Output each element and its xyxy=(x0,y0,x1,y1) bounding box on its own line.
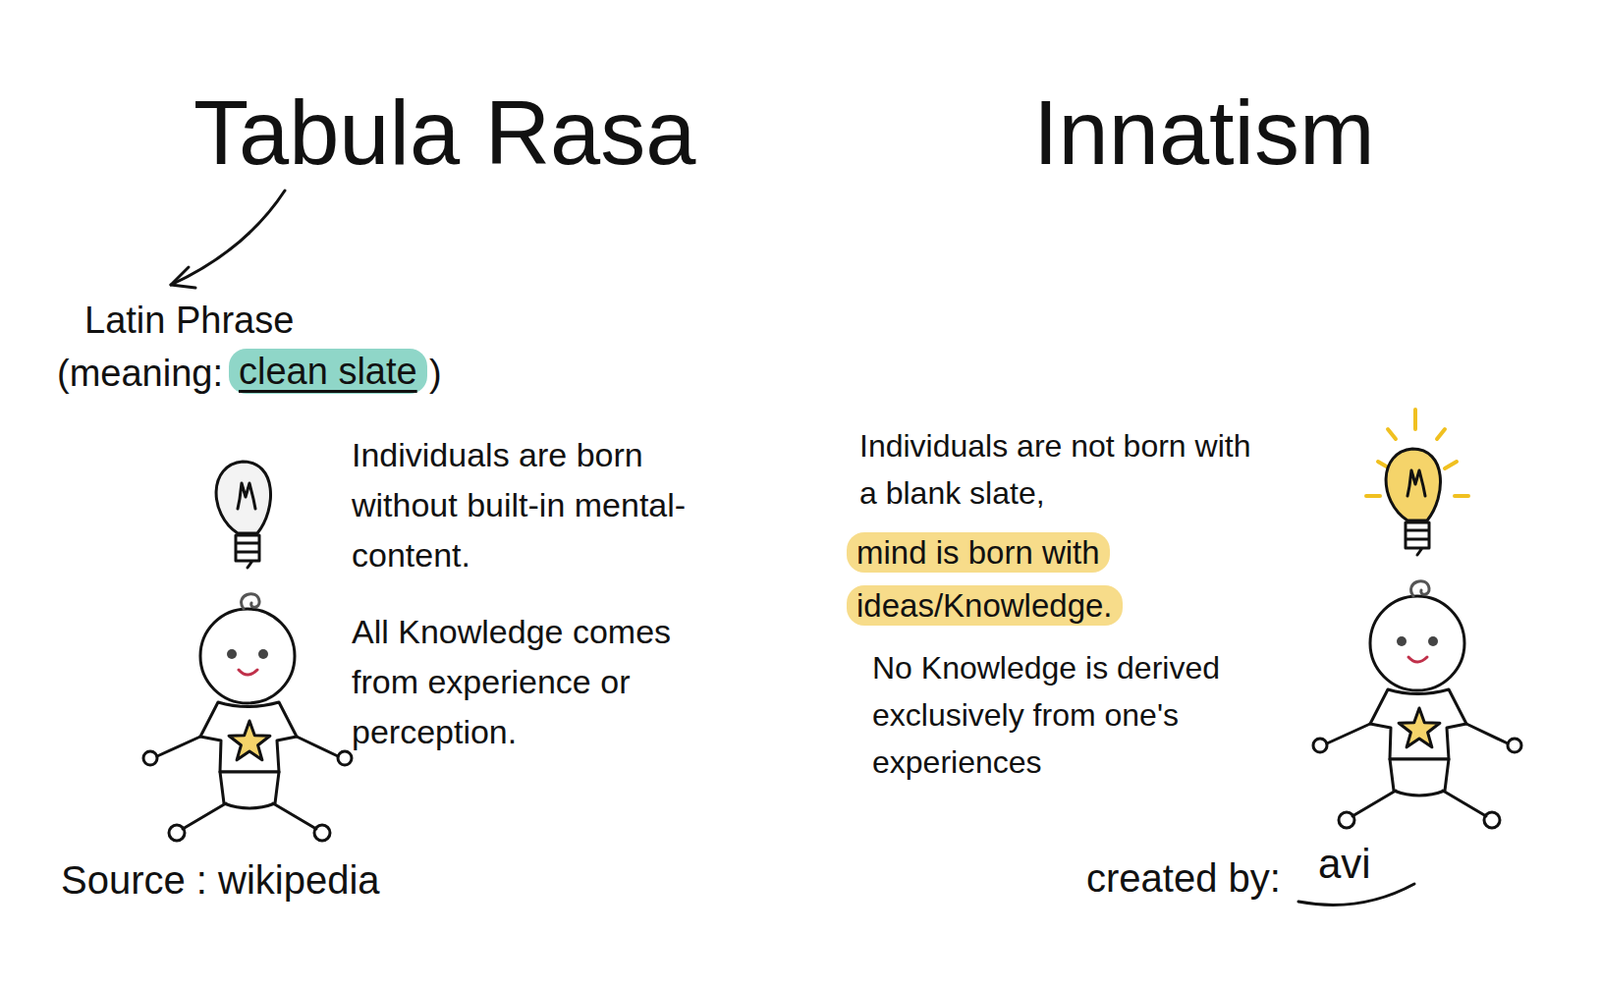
highlighted-text: clean slate xyxy=(228,348,428,394)
note-text: (meaning: xyxy=(56,345,223,402)
body-text: Individuals are born without built-in me… xyxy=(351,430,725,581)
body-text: All Knowledge comes from experience or p… xyxy=(351,606,725,758)
highlighted-text: mind is born with ideas/Knowledge. xyxy=(846,532,1123,626)
highlight-band: mind is born with ideas/Knowledge. xyxy=(846,526,1181,634)
signature-swoosh xyxy=(1298,883,1415,905)
body-text: No Knowledge is derived exclusively from… xyxy=(872,644,1266,786)
title-heading: Tabula Rasa xyxy=(193,64,696,201)
arrow-head xyxy=(170,267,196,288)
note-text: Latin Phrase xyxy=(84,292,294,349)
signature: avi xyxy=(1318,832,1372,895)
highlight-band: clean slate xyxy=(228,343,428,400)
title-heading: Innatism xyxy=(1033,64,1376,201)
leader-arrow xyxy=(170,190,285,285)
credit-note: created by: xyxy=(1086,848,1281,908)
source-note: Source : wikipedia xyxy=(60,850,381,910)
baby-figure xyxy=(1313,409,1522,828)
baby-figure xyxy=(143,461,352,841)
body-text: Individuals are not born with a blank sl… xyxy=(859,422,1272,517)
note-text: ) xyxy=(429,345,442,402)
